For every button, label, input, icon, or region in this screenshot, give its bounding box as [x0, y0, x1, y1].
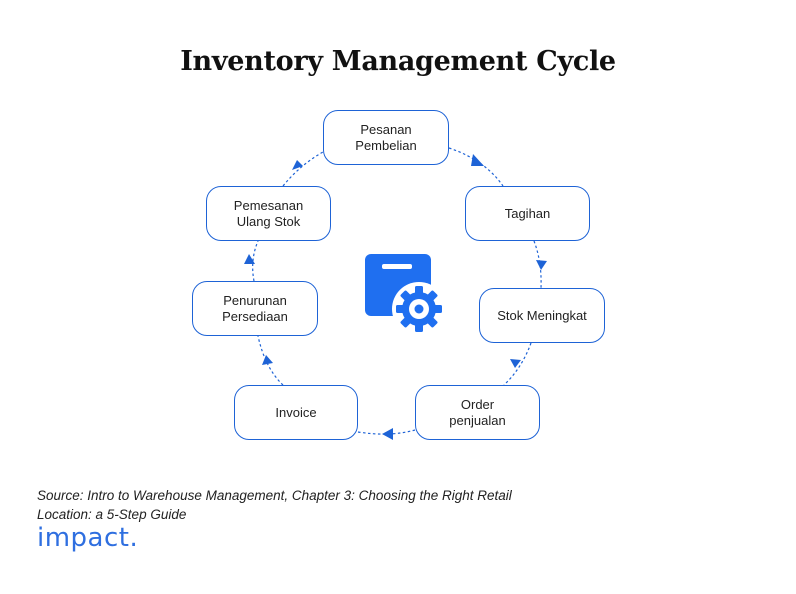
impact-logo: impact.: [37, 523, 139, 553]
arrow-head-6: [244, 254, 255, 264]
step-stok-meningkat: Stok Meningkat: [479, 288, 605, 343]
step-invoice: Invoice: [234, 385, 358, 440]
arrow-head-3: [510, 359, 521, 368]
step-tagihan: Tagihan: [465, 186, 590, 241]
source-line-2: Location: a 5-Step Guide: [37, 507, 187, 522]
arrow-head-4: [382, 428, 393, 440]
step-pesanan-pembelian: Pesanan Pembelian: [323, 110, 449, 165]
arrow-head-1: [471, 154, 484, 166]
connector-stok-to-order: [503, 342, 532, 386]
box-with-gear-icon: [365, 254, 446, 336]
step-order-penjualan: Order penjualan: [415, 385, 540, 440]
connector-pembelian-to-tagihan: [448, 147, 504, 187]
arrow-head-2: [536, 260, 547, 270]
step-pemesanan-ulang-stok: Pemesanan Ulang Stok: [206, 186, 331, 241]
arrow-head-7: [292, 160, 303, 170]
source-line-1: Source: Intro to Warehouse Management, C…: [37, 488, 512, 503]
connector-invoice-to-penurunan: [257, 335, 284, 386]
connector-pemesanan-to-pembelian: [282, 151, 324, 187]
connector-penurunan-to-pemesanan: [252, 240, 259, 282]
source-caption: Source: Intro to Warehouse Management, C…: [37, 486, 597, 524]
arrow-head-5: [262, 355, 273, 365]
diagram-title: Inventory Management Cycle: [180, 46, 616, 77]
step-penurunan-persediaan: Penurunan Persediaan: [192, 281, 318, 336]
